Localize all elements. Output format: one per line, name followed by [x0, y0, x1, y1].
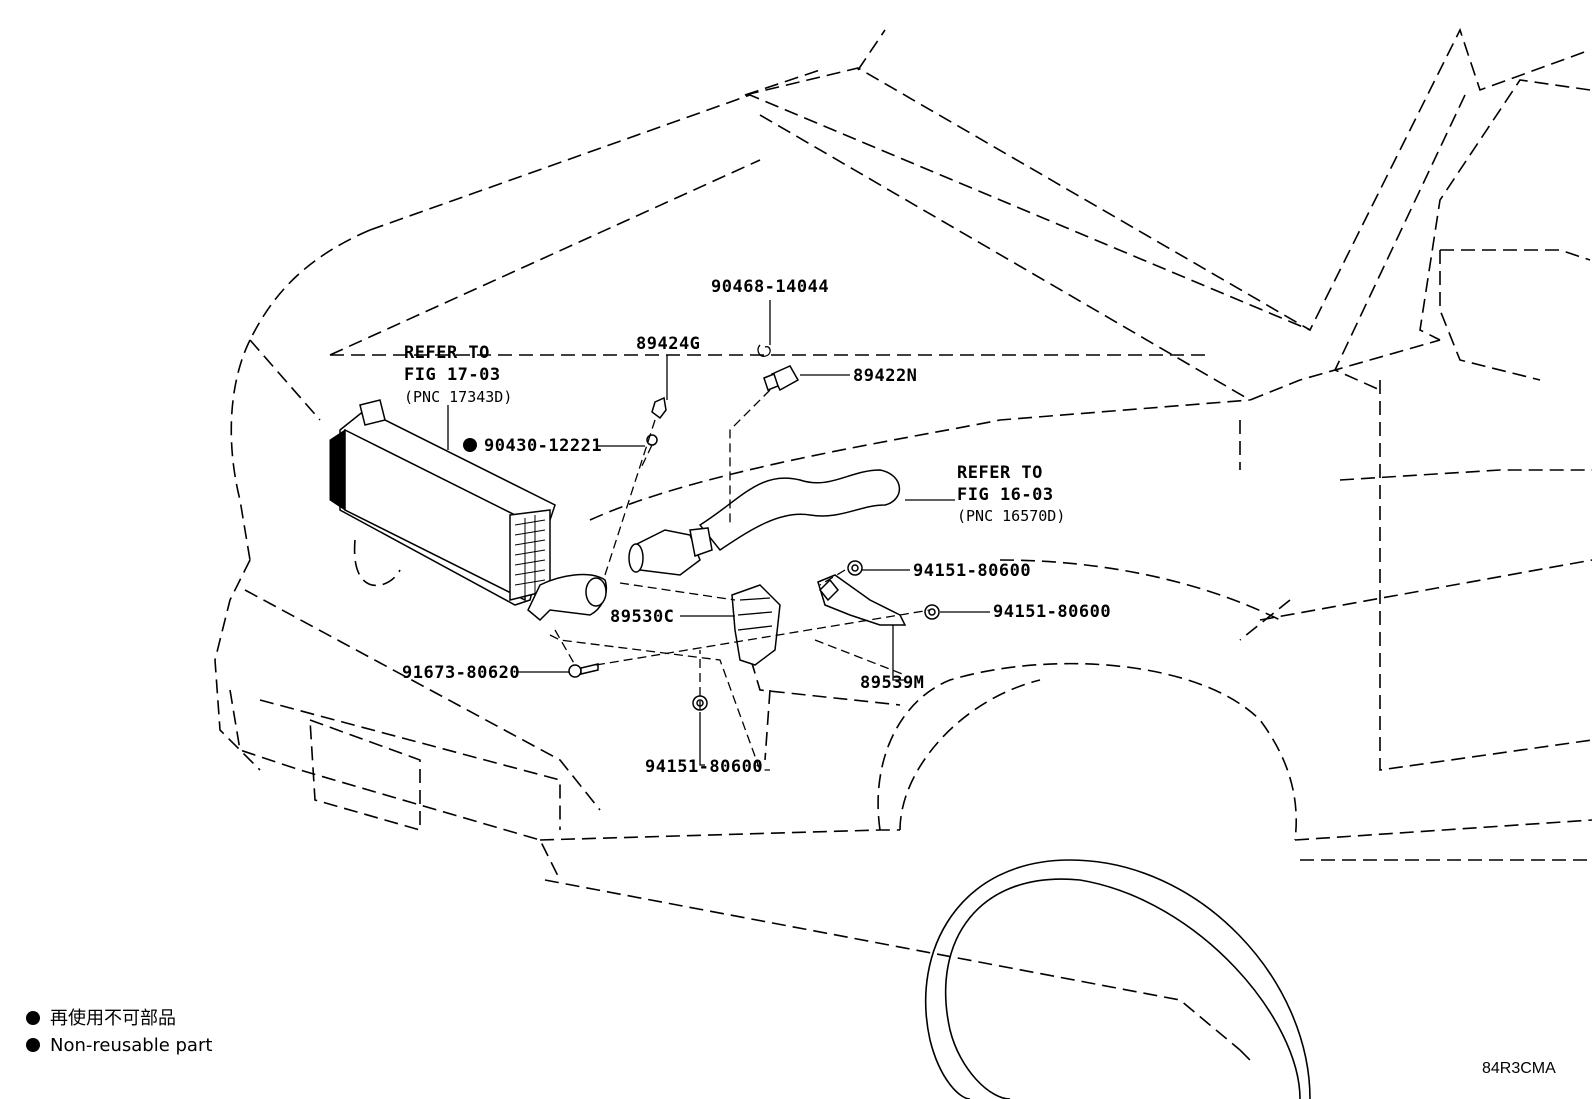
callout-94151-80600-b[interactable]: 94151-80600 — [993, 602, 1111, 622]
intercooler — [329, 399, 607, 622]
callout-91673-80620[interactable]: 91673-80620 — [402, 663, 520, 683]
intake-air-hose — [628, 469, 901, 576]
callout-ref-fig-16-03-line3: (PNC 16570D) — [957, 507, 1065, 525]
nut-94151-a — [847, 560, 863, 576]
callout-ref-fig-17-03-line2: FIG 17-03 — [404, 365, 501, 385]
callout-89424g[interactable]: 89424G — [636, 334, 700, 354]
illustration-code: 84R3CMA — [1482, 1060, 1556, 1077]
callout-ref-fig-16-03-line2: FIG 16-03 — [957, 485, 1054, 505]
legend: 再使用不可部品 Non-reusable part — [26, 1008, 212, 1056]
callout-90468-14044[interactable]: 90468-14044 — [711, 277, 829, 297]
callout-ref-fig-17-03-line3: (PNC 17343D) — [404, 388, 512, 406]
callout-94151-80600-c[interactable]: 94151-80600 — [645, 757, 763, 777]
bracket-89539m — [817, 574, 907, 626]
callout-89539m[interactable]: 89539M — [860, 673, 924, 693]
pressure-sensor-89422n — [757, 344, 800, 392]
bolt-91673 — [568, 663, 599, 678]
legend-dot-icon — [26, 1038, 40, 1052]
callout-ref-fig-17-03-line1: REFER TO — [404, 343, 490, 363]
air-temp-sensor-89424g — [646, 396, 667, 446]
front-wheel — [924, 859, 1311, 1099]
non-reusable-dot-icon — [463, 438, 477, 452]
callout-94151-80600-a[interactable]: 94151-80600 — [913, 561, 1031, 581]
vehicle-body-outline — [214, 27, 1592, 1061]
ecu-89530c — [731, 584, 781, 666]
callout-90430-12221[interactable]: 90430-12221 — [484, 436, 602, 456]
legend-non-reusable-en: Non-reusable part — [50, 1035, 212, 1056]
leader-lines — [447, 300, 990, 771]
nut-94151-b — [924, 604, 940, 620]
callout-89422n[interactable]: 89422N — [853, 366, 917, 386]
callout-ref-fig-16-03-line1: REFER TO — [957, 463, 1043, 483]
callout-89530c[interactable]: 89530C — [610, 607, 674, 627]
legend-dot-icon — [26, 1011, 40, 1025]
legend-non-reusable-jp: 再使用不可部品 — [50, 1008, 176, 1029]
